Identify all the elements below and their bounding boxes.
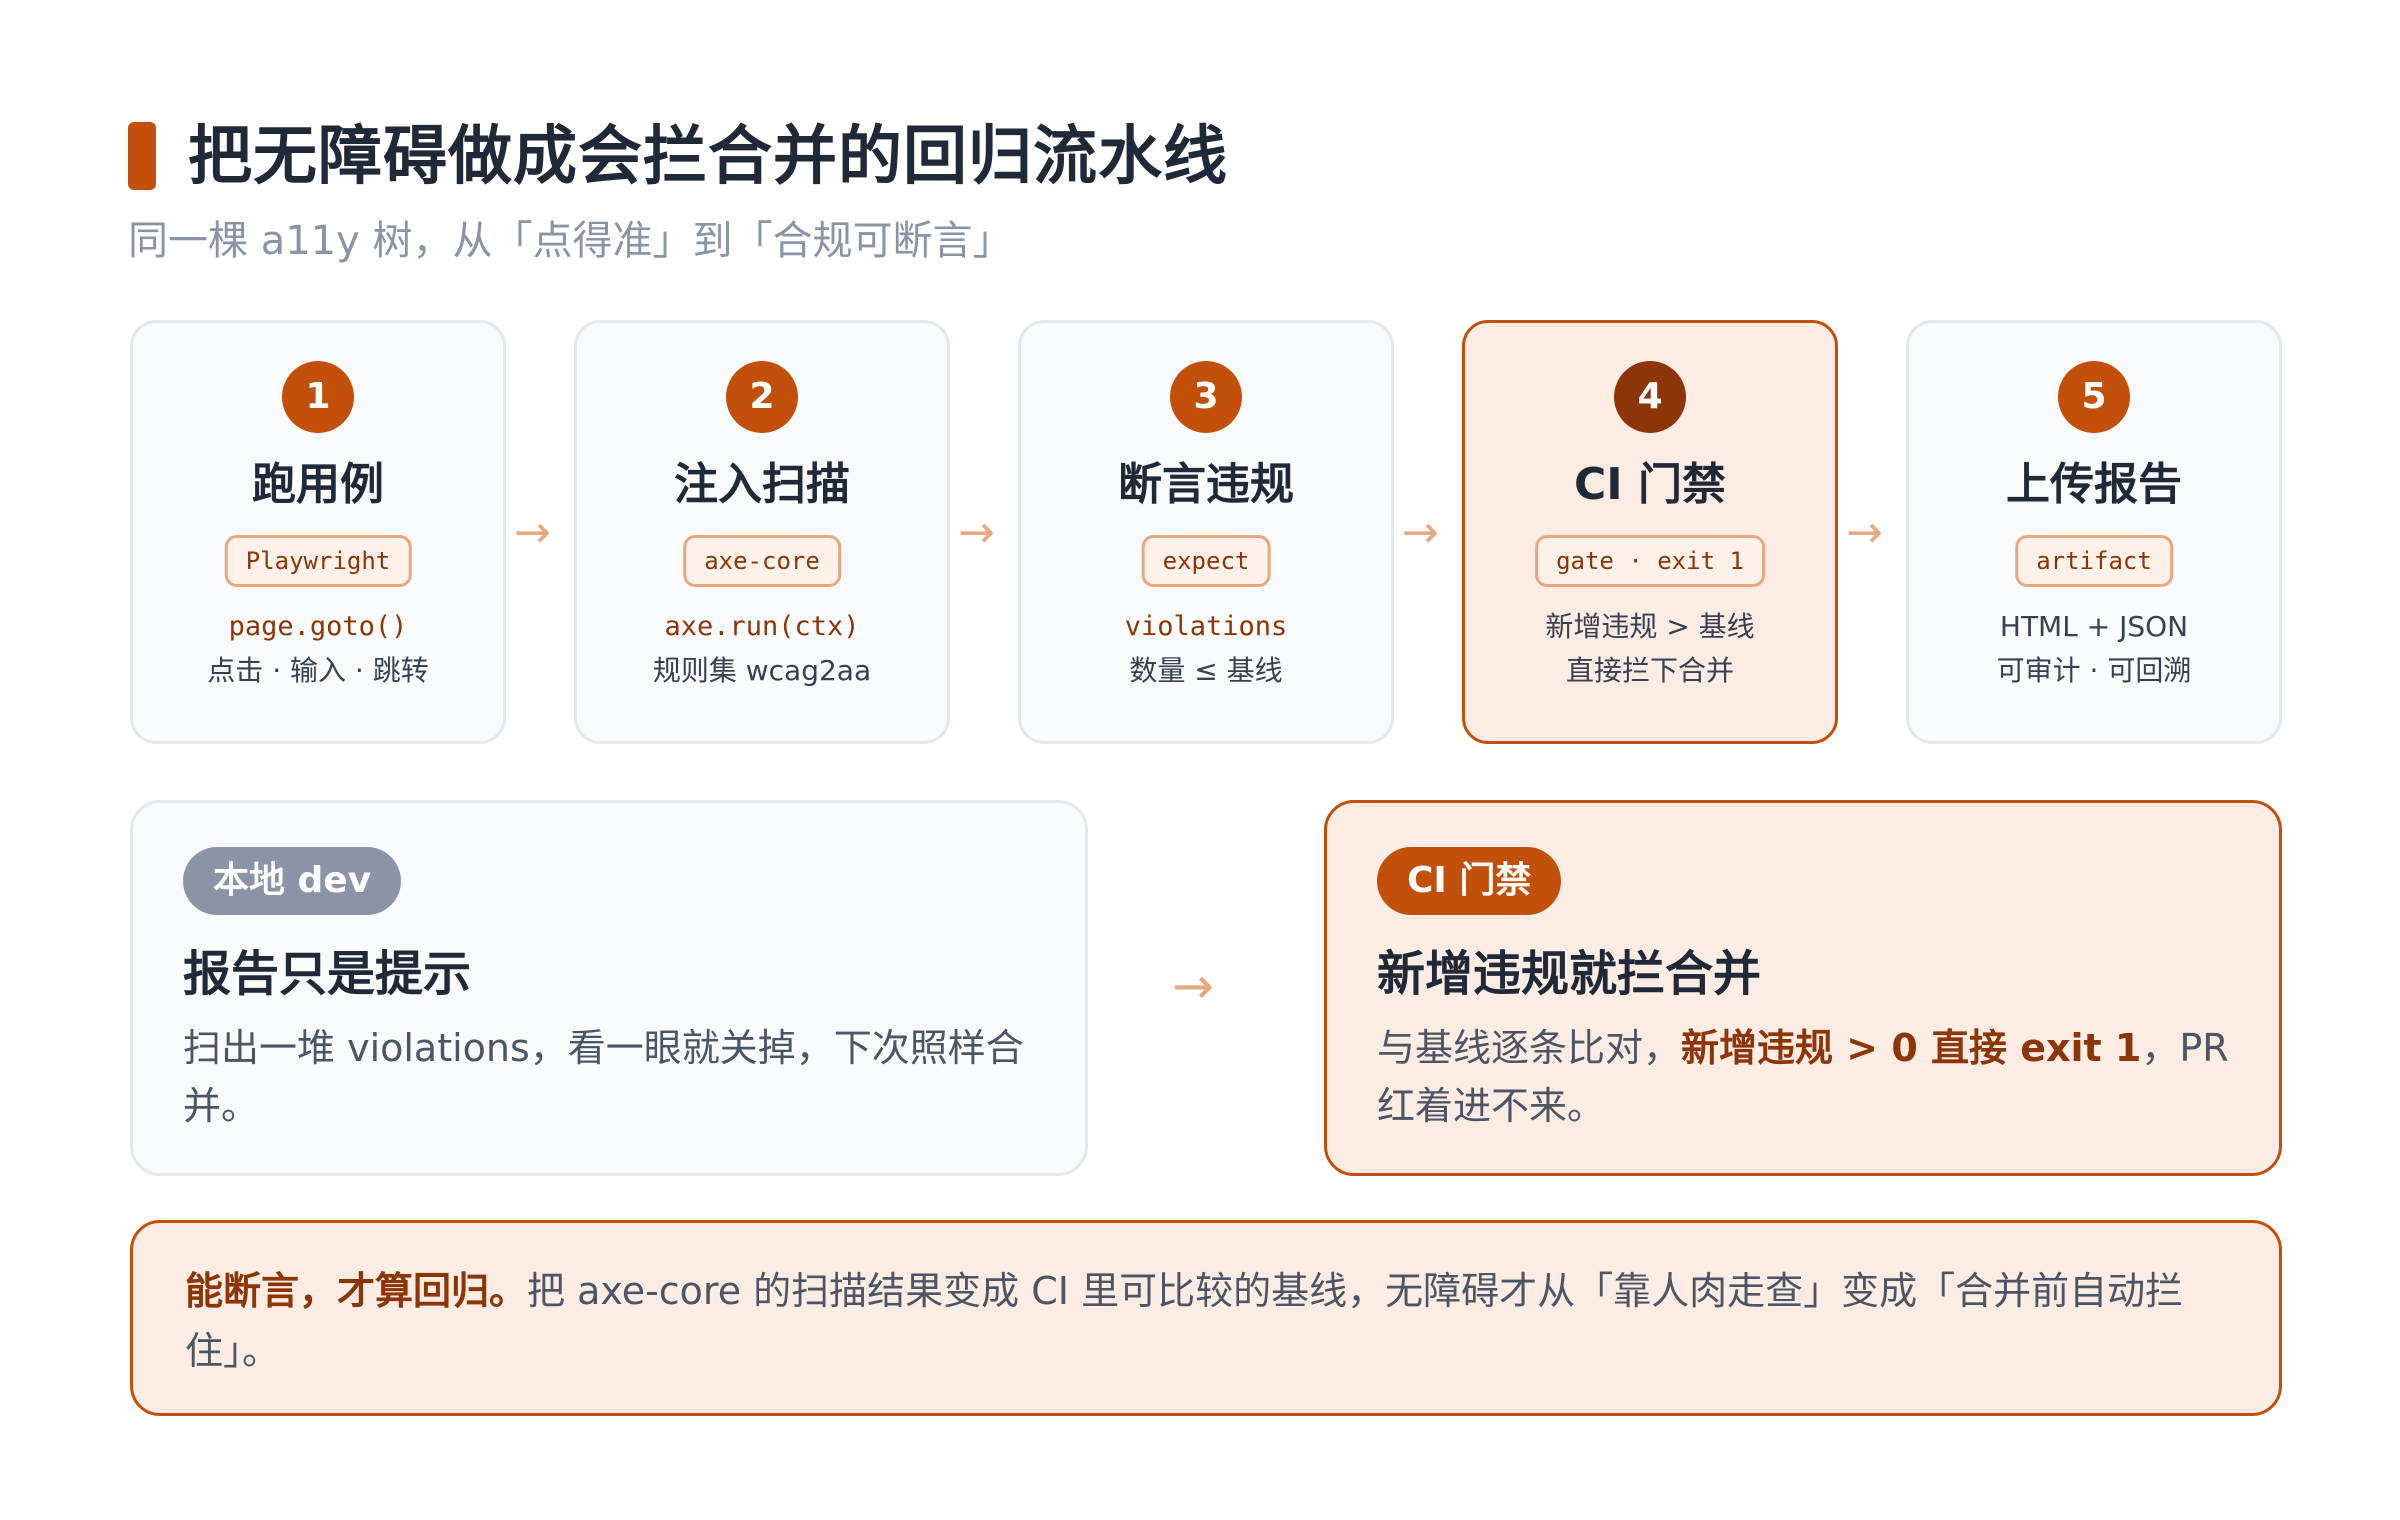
ci-gate-description: 与基线逐条比对，新增违规 > 0 直接 exit 1，PR 红着进不来。 <box>1377 1019 2229 1135</box>
flow-arrow-icon: → <box>1846 507 1883 558</box>
step-detail-secondary: 可审计 · 可回溯 <box>1996 654 2192 687</box>
step-tag: expect <box>1141 535 1271 587</box>
step-card-run-tests: 1 跑用例 Playwright page.goto() 点击 · 输入 · 跳… <box>130 320 506 744</box>
step-name: 跑用例 <box>252 459 384 510</box>
title-accent-bar <box>128 122 156 190</box>
ci-gate-badge: CI 门禁 <box>1377 847 1562 915</box>
step-number: 4 <box>1614 361 1686 433</box>
flow-arrow-icon: → <box>1402 507 1439 558</box>
summary-body: 把 axe-core 的扫描结果变成 CI 里可比较的基线，无障碍才从「靠人肉走… <box>185 1269 2184 1373</box>
ci-gate-description-tail: ，PR 红着进不来。 <box>1377 1026 2229 1128</box>
page-subtitle: 同一棵 a11y 树，从「点得准」到「合规可断言」 <box>128 218 1013 264</box>
local-dev-heading: 报告只是提示 <box>183 946 472 1002</box>
step-card-inject-scan: 2 注入扫描 axe-core axe.run(ctx) 规则集 wcag2aa <box>574 320 950 744</box>
step-number: 5 <box>2058 361 2130 433</box>
page-title: 把无障碍做成会拦合并的回归流水线 <box>188 120 1228 194</box>
step-detail-primary: page.goto() <box>228 611 408 642</box>
step-detail-primary: axe.run(ctx) <box>664 611 860 642</box>
ci-gate-panel: CI 门禁 新增违规就拦合并 与基线逐条比对，新增违规 > 0 直接 exit … <box>1324 800 2282 1176</box>
local-dev-badge: 本地 dev <box>183 847 402 915</box>
summary-emphasis: 能断言，才算回归。 <box>185 1269 528 1313</box>
step-name: CI 门禁 <box>1574 459 1726 510</box>
step-name: 断言违规 <box>1118 459 1294 510</box>
step-tag: Playwright <box>224 535 412 587</box>
comparison-arrow-icon: → <box>1172 957 1214 1015</box>
local-dev-description: 扫出一堆 violations，看一眼就关掉，下次照样合并。 <box>183 1026 1024 1128</box>
step-number: 2 <box>726 361 798 433</box>
step-card-assert-violations: 3 断言违规 expect violations 数量 ≤ 基线 <box>1018 320 1394 744</box>
step-tag: axe-core <box>683 535 841 587</box>
step-detail-primary: HTML + JSON <box>1999 610 2189 643</box>
step-detail-primary: 新增违规 > 基线 <box>1545 610 1755 643</box>
step-number: 3 <box>1170 361 1242 433</box>
step-tag: artifact <box>2015 535 2173 587</box>
flow-arrow-icon: → <box>514 507 551 558</box>
step-detail-secondary: 直接拦下合并 <box>1565 654 1734 687</box>
step-number: 1 <box>282 361 354 433</box>
step-name: 上传报告 <box>2006 459 2182 510</box>
step-detail-secondary: 数量 ≤ 基线 <box>1129 654 1283 687</box>
flow-arrow-icon: → <box>958 507 995 558</box>
ci-gate-description-emphasis: 新增违规 > 0 直接 exit 1 <box>1681 1026 2142 1070</box>
summary-text: 能断言，才算回归。把 axe-core 的扫描结果变成 CI 里可比较的基线，无… <box>185 1261 2227 1381</box>
step-detail-primary: violations <box>1124 611 1288 642</box>
summary-callout: 能断言，才算回归。把 axe-core 的扫描结果变成 CI 里可比较的基线，无… <box>130 1220 2282 1416</box>
step-detail-secondary: 点击 · 输入 · 跳转 <box>207 654 429 687</box>
step-card-ci-gate: 4 CI 门禁 gate · exit 1 新增违规 > 基线 直接拦下合并 <box>1462 320 1838 744</box>
step-name: 注入扫描 <box>674 459 850 510</box>
step-tag: gate · exit 1 <box>1535 535 1765 587</box>
ci-gate-heading: 新增违规就拦合并 <box>1377 946 1762 1002</box>
ci-gate-description-lead: 与基线逐条比对， <box>1377 1026 1682 1070</box>
step-detail-secondary: 规则集 wcag2aa <box>652 654 872 687</box>
step-card-upload-report: 5 上传报告 artifact HTML + JSON 可审计 · 可回溯 <box>1906 320 2282 744</box>
local-dev-panel: 本地 dev 报告只是提示 扫出一堆 violations，看一眼就关掉，下次照… <box>130 800 1088 1176</box>
